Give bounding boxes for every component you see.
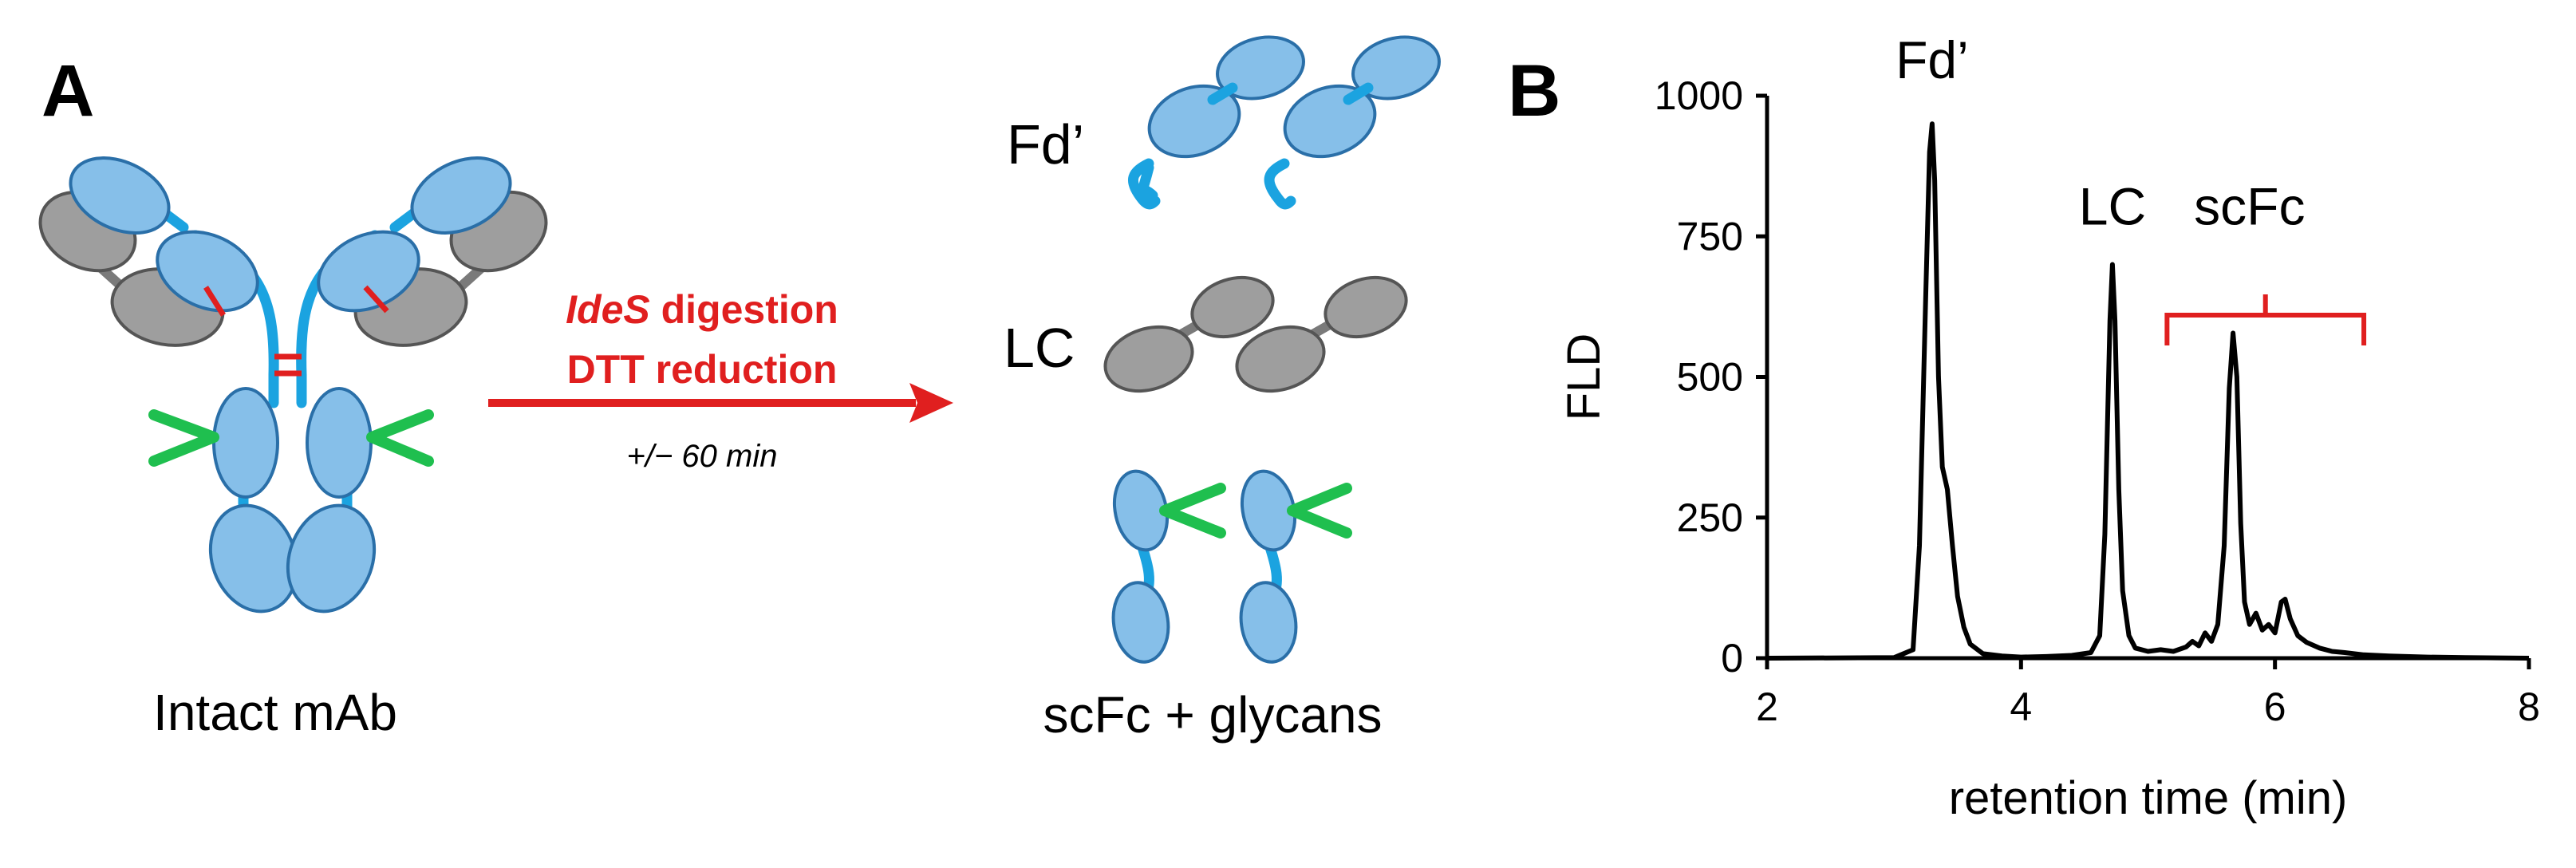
scfc-bracket: [2164, 294, 2367, 345]
fd-label: Fd’: [1007, 113, 1084, 176]
fd2-link: [1343, 82, 1374, 105]
y-ticks: 0 250 500 750 1000: [1655, 73, 1767, 681]
lc-fragment-1: [1103, 276, 1275, 393]
chromatogram-trace: [1766, 121, 2530, 661]
peak-annotation: Fd’: [1896, 30, 1969, 89]
x-tick-label: 6: [2264, 685, 2286, 729]
reaction-enzyme: IdeS: [566, 287, 650, 332]
panel-a-label: A: [41, 50, 94, 132]
peak-annotation: LC: [2079, 176, 2146, 235]
scfc1-glycan: [1159, 483, 1226, 539]
fd1-domain-1: [1216, 35, 1305, 101]
intact-antibody: [38, 156, 548, 614]
fd1-link: [1207, 82, 1238, 105]
panel-b: B 0 250 500 750 1000 2 4 6 8 Fd’ LC scFc FLD rete…: [1508, 30, 2540, 824]
reaction-arrow: IdeS digestion DTT reduction +/− 60 min: [488, 287, 953, 474]
scfc2-domain-2: [1239, 581, 1298, 664]
fd2-domain-2: [1283, 84, 1377, 159]
y-axis-label: FLD: [1558, 333, 1610, 421]
x-ticks: 2 4 6 8: [1756, 658, 2540, 729]
fd-fragment-2: [1264, 35, 1441, 210]
lc2-domain-1: [1324, 276, 1408, 338]
lc1-domain-1: [1190, 276, 1275, 338]
fd-fragment-1: [1128, 35, 1305, 210]
chromatogram: 0 250 500 750 1000 2 4 6 8 Fd’ LC scFc FLD retent…: [1558, 30, 2540, 824]
scfc2-glycan: [1287, 483, 1352, 539]
glycan-left: [148, 409, 219, 467]
scfc-glycans-label: scFc + glycans: [1043, 686, 1382, 744]
arrow-head: [909, 383, 953, 423]
reaction-time: +/− 60 min: [626, 439, 777, 474]
lc-label: LC: [1004, 317, 1075, 379]
heavy-chain-left-mid: [156, 230, 259, 313]
x-axis-label: retention time (min): [1949, 772, 2348, 824]
glycan-right: [366, 409, 434, 467]
fd1-domain-2: [1147, 84, 1241, 159]
lc-fragment-2: [1235, 276, 1408, 393]
disulfide-left: [203, 286, 226, 317]
fc-ch2-right: [306, 387, 373, 499]
x-tick-label: 8: [2518, 685, 2540, 729]
peak-annotation: scFc: [2194, 176, 2305, 235]
y-tick-label: 250: [1677, 495, 1743, 540]
scfc1-domain-2: [1111, 581, 1170, 664]
reaction-step-reduction: DTT reduction: [567, 347, 838, 392]
reaction-digestion-label: digestion: [650, 287, 838, 332]
fc-ch2-left: [212, 387, 279, 499]
x-tick-label: 4: [2010, 685, 2032, 729]
fc-ch3-right: [286, 503, 377, 614]
x-tick-label: 2: [1756, 685, 1778, 729]
lc2-domain-2: [1235, 325, 1326, 393]
scfc-fragment-1: [1111, 469, 1226, 664]
y-tick-label: 1000: [1655, 73, 1743, 118]
scfc-fragment-2: [1239, 469, 1352, 664]
lc1-domain-2: [1103, 325, 1194, 393]
reaction-step-digestion: IdeS digestion: [566, 287, 838, 332]
fd2-tail: [1264, 158, 1296, 210]
y-tick-label: 0: [1721, 636, 1743, 681]
heavy-chain-right-top: [410, 156, 512, 235]
products: Fd’ LC: [1004, 35, 1441, 744]
y-tick-label: 750: [1677, 214, 1743, 258]
panel-b-label: B: [1508, 50, 1560, 132]
y-tick-label: 500: [1677, 355, 1743, 400]
fd2-domain-1: [1351, 35, 1441, 101]
peak-annotations: Fd’ LC scFc: [1896, 30, 2305, 235]
panel-a: A: [38, 35, 1441, 744]
intact-mab-label: Intact mAb: [153, 684, 397, 741]
heavy-chain-left-top: [69, 156, 171, 235]
disulfide-right: [363, 285, 389, 314]
